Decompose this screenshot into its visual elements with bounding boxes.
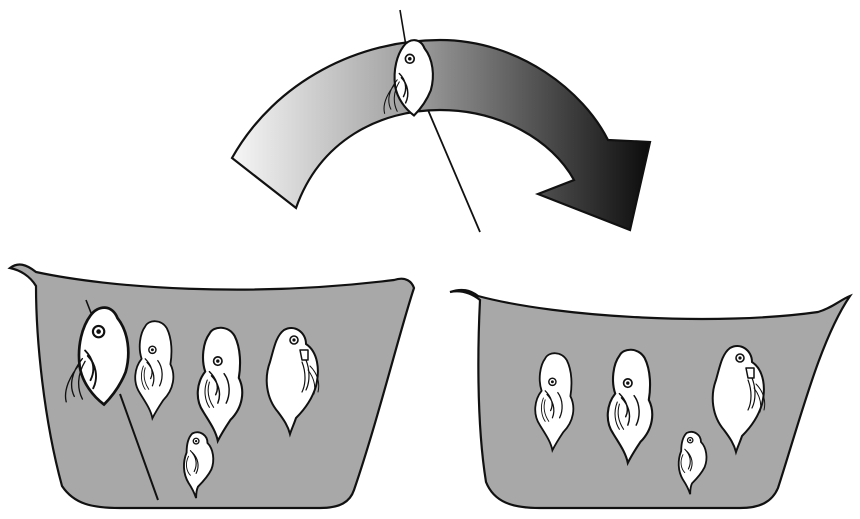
selection-arrow [232, 40, 650, 230]
population-after [450, 290, 850, 508]
population-before [10, 265, 414, 508]
